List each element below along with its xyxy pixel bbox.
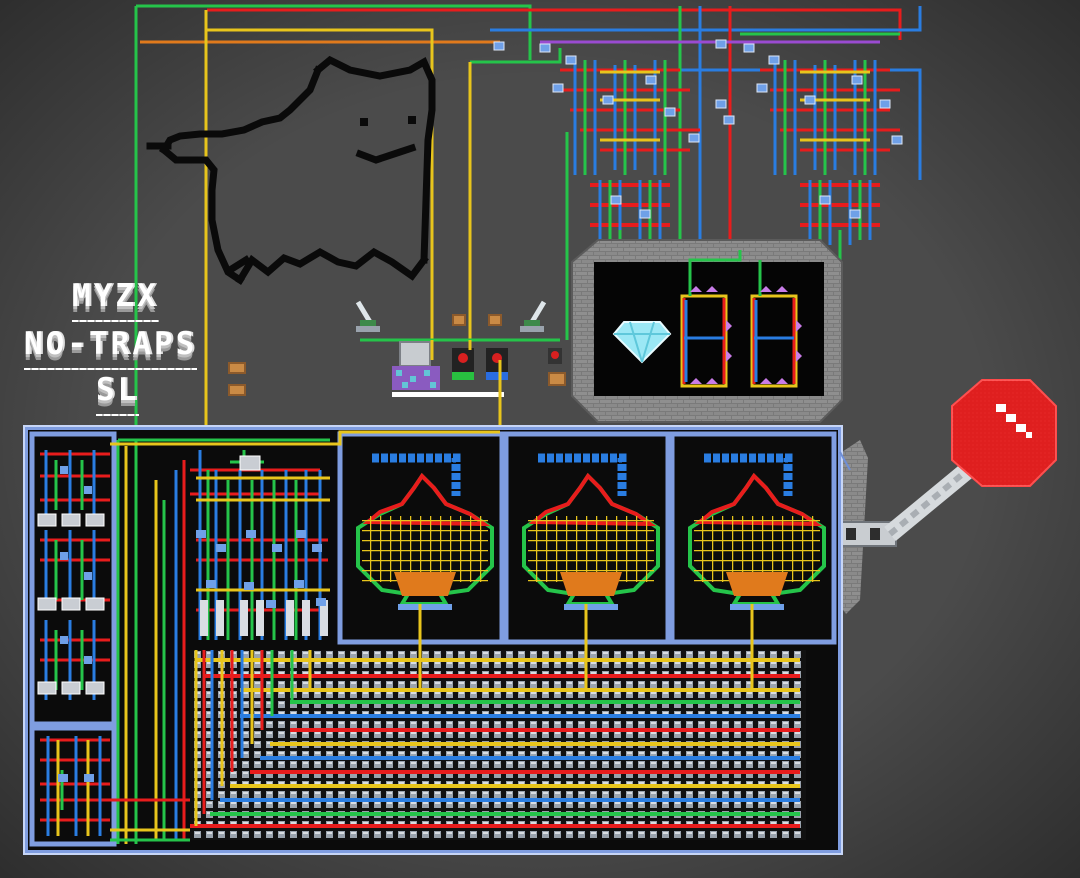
diamond-icon [612, 321, 672, 364]
gray-block [399, 341, 431, 367]
top-wiring-bundle [134, 4, 922, 440]
logic-gates [493, 39, 903, 219]
logic-grid [190, 450, 330, 640]
spade-icon [522, 453, 660, 656]
trunk-wiring [110, 430, 500, 844]
timer-icon[interactable] [228, 314, 566, 396]
control-panel [228, 300, 566, 428]
spade-reels [356, 453, 826, 656]
lever-icon[interactable] [355, 300, 380, 332]
wire-bus [190, 451, 851, 840]
lever-icon[interactable] [520, 300, 547, 332]
switch-icon[interactable] [452, 348, 474, 380]
sign-line-3: SL [96, 372, 140, 416]
spade-icon [688, 453, 826, 656]
spade-icon [356, 453, 494, 656]
switch-icon[interactable] [486, 348, 508, 380]
sign-line-2: NO-TRAPS [24, 326, 198, 370]
diamond-chamber [571, 239, 843, 423]
pixel-cat-icon [146, 55, 436, 285]
stop-sign-icon[interactable] [836, 379, 1057, 614]
logic-column [37, 450, 110, 836]
sign-line-1: MYZX [72, 278, 159, 322]
switch-icon[interactable] [548, 348, 562, 364]
